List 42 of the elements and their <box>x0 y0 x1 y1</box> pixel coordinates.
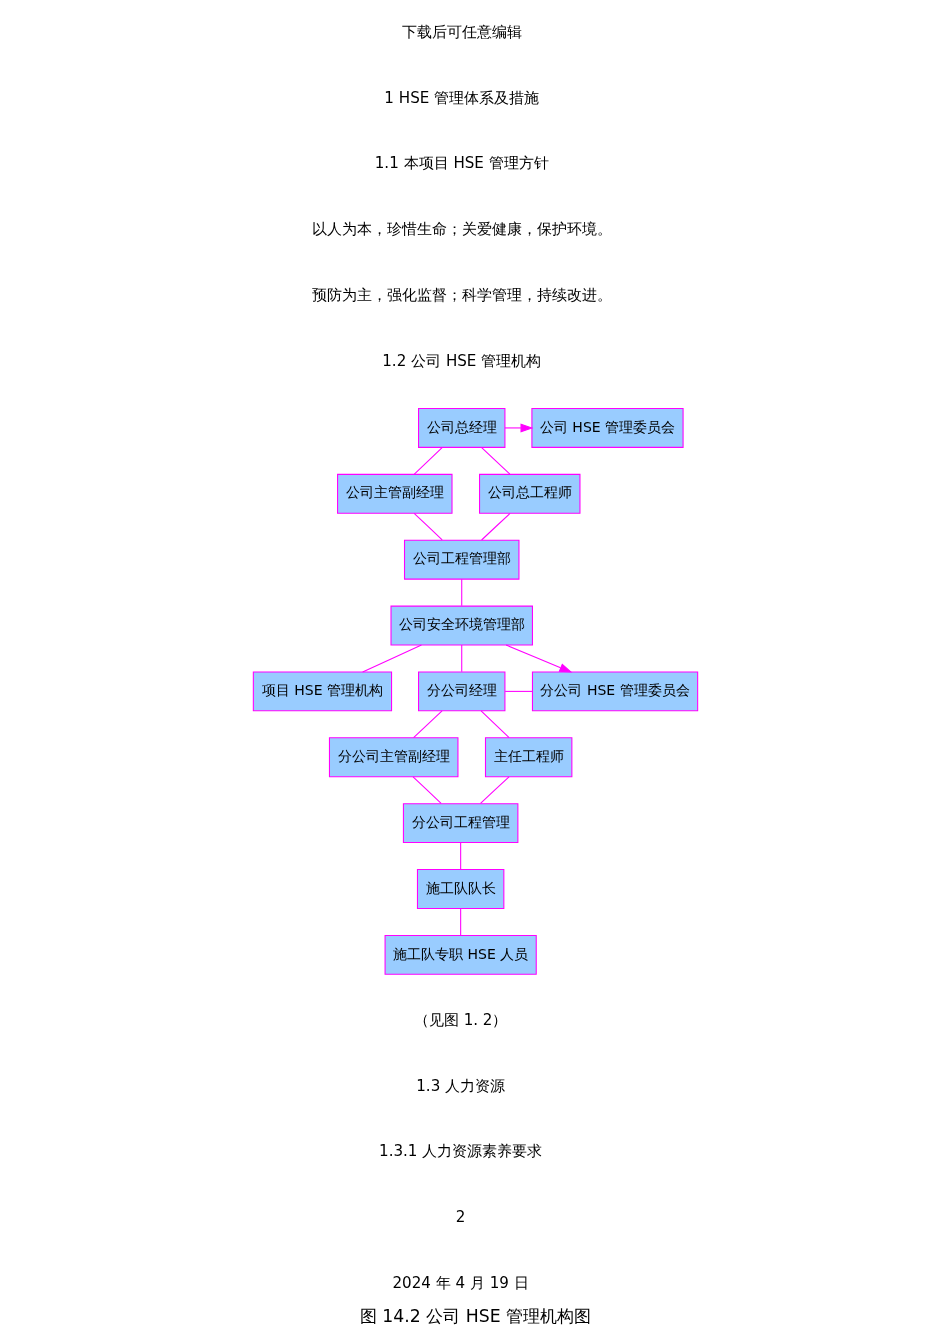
label: 1 HSE 管理体系及措施 <box>383 88 539 107</box>
connector <box>460 644 462 672</box>
connector <box>412 709 443 738</box>
label: 2 <box>455 1207 465 1226</box>
connector <box>480 512 511 540</box>
label: 2024 年 4 月 19 日 <box>392 1273 529 1292</box>
arrow <box>505 644 572 673</box>
node-box: 分公司主管副经理 <box>328 736 458 777</box>
connector <box>504 690 533 692</box>
connector <box>460 578 462 606</box>
node-box: 施工队队长 <box>416 868 504 909</box>
label: 预防为主，强化监督；科学管理，持续改进。 <box>311 285 612 304</box>
node-box: 公司总经理 <box>417 407 505 448</box>
node-box: 分公司 HSE 管理委员会 <box>531 670 698 711</box>
connector <box>413 512 443 540</box>
node-box: 主任工程师 <box>484 736 572 777</box>
connector <box>413 446 443 475</box>
connector <box>480 446 510 475</box>
label: 下载后可任意编辑 <box>401 22 522 41</box>
label: 1.2 公司 HSE 管理机构 <box>381 351 541 370</box>
label: 1.1 本项目 HSE 管理方针 <box>374 153 549 172</box>
connector <box>459 907 461 936</box>
label: 以人为本，珍惜生命；关爱健康，保护环境。 <box>311 219 612 238</box>
connector <box>480 709 510 738</box>
node-box: 公司主管副经理 <box>336 473 453 514</box>
label: 1.3 人力资源 <box>415 1076 505 1095</box>
connector <box>412 775 442 804</box>
connector <box>479 775 510 804</box>
connector <box>361 644 422 672</box>
label: （见图 1. 2） <box>413 1010 507 1029</box>
node-box: 公司总工程师 <box>478 473 580 514</box>
connector <box>459 841 461 870</box>
node-box: 项目 HSE 管理机构 <box>252 670 392 711</box>
label: 1.3.1 人力资源素养要求 <box>378 1141 542 1160</box>
arrow <box>503 422 533 432</box>
node-box: 公司安全环境管理部 <box>389 605 533 645</box>
caption: 图 14.2 公司 HSE 管理机构图 <box>359 1305 591 1326</box>
node-box: 施工队专职 HSE 人员 <box>384 934 537 975</box>
node-box: 公司工程管理部 <box>403 539 519 580</box>
node-box: 分公司工程管理 <box>402 802 518 843</box>
node-box: 公司 HSE 管理委员会 <box>530 407 684 448</box>
node-box: 分公司经理 <box>417 670 505 711</box>
